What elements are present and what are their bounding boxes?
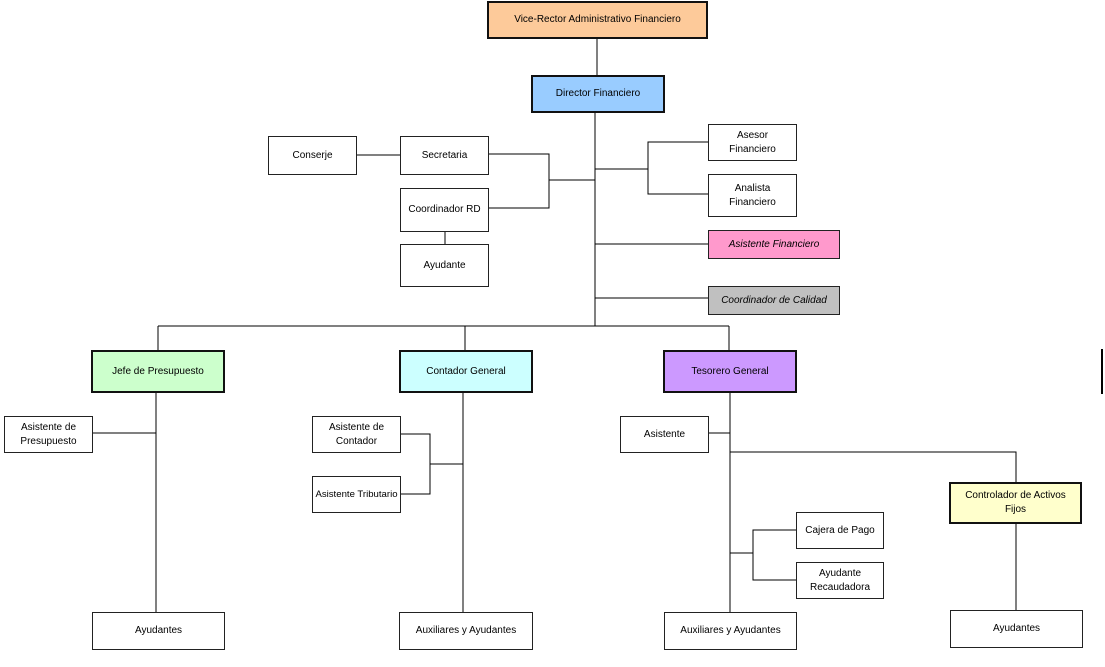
line-tesorero-activos <box>730 451 1017 482</box>
ayudantes-activos-label: Ayudantes <box>992 623 1041 634</box>
contador-general-label: Contador General <box>426 365 506 377</box>
auxiliares-tesorero-label: Auxiliares y Ayudantes <box>680 625 781 636</box>
ayudante-recaudadora-box: Ayudante Recaudadora <box>796 562 884 599</box>
secretaria-box: Secretaria <box>400 136 489 175</box>
auxiliares-tesorero-box: Auxiliares y Ayudantes <box>664 612 797 650</box>
auxiliares-contador-box: Auxiliares y Ayudantes <box>399 612 533 650</box>
ayudante-label: Ayudante <box>423 259 466 271</box>
coordinador-calidad-box: Coordinador de Calidad <box>708 286 840 315</box>
asistente-tributario-box: Asistente Tributario <box>312 476 401 513</box>
asistente-tributario-label: Asistente Tributario <box>315 488 398 500</box>
conserje-label: Conserje <box>292 149 333 161</box>
asistente-presupuesto-label: Asistente de Presupuesto <box>20 421 77 447</box>
asistente-financiero-label: Asistente Financiero <box>728 238 820 250</box>
vice-rector-label: Vice-Rector Administrativo Financiero <box>514 14 681 25</box>
ayudantes-activos-box: Ayudantes <box>950 610 1083 648</box>
tesorero-general-box: Tesorero General <box>663 350 797 393</box>
auxiliares-contador-label: Auxiliares y Ayudantes <box>415 625 517 636</box>
ayudante-recaudadora-label: Ayudante Recaudadora <box>809 567 871 593</box>
asistente-contador-box: Asistente de Contador <box>312 416 401 453</box>
asistente-contador-label: Asistente de Contador <box>328 421 385 447</box>
secretaria-label: Secretaria <box>421 149 468 161</box>
edge-marker <box>1101 349 1103 394</box>
tesorero-general-label: Tesorero General <box>691 365 769 377</box>
line-right-group-bracket <box>647 141 708 195</box>
asistente-financiero-box: Asistente Financiero <box>708 230 840 259</box>
director-financiero-label: Director Financiero <box>555 88 641 99</box>
coordinador-rd-label: Coordinador RD <box>408 204 481 215</box>
ayudante-box: Ayudante <box>400 244 489 287</box>
line-left-group-bracket <box>488 153 550 209</box>
asistente-tesoreria-label: Asistente <box>643 428 686 440</box>
jefe-presupuesto-label: Jefe de Presupuesto <box>112 365 204 377</box>
contador-general-box: Contador General <box>399 350 533 393</box>
jefe-presupuesto-box: Jefe de Presupuesto <box>91 350 225 393</box>
conserje-box: Conserje <box>268 136 357 175</box>
asistente-tesoreria-box: Asistente <box>620 416 709 453</box>
analista-financiero-box: Analista Financiero <box>708 174 797 217</box>
controlador-activos-label: Controlador de Activos Fijos <box>965 490 1066 515</box>
controlador-activos-box: Controlador de Activos Fijos <box>949 482 1082 524</box>
coordinador-calidad-label: Coordinador de Calidad <box>721 294 827 306</box>
ayudantes-presupuesto-label: Ayudantes <box>134 625 183 636</box>
asesor-financiero-label: Asesor Financiero <box>729 129 776 155</box>
analista-financiero-label: Analista Financiero <box>729 182 776 208</box>
ayudantes-presupuesto-box: Ayudantes <box>92 612 225 650</box>
cajera-pago-box: Cajera de Pago <box>796 512 884 549</box>
coordinador-rd-box: Coordinador RD <box>400 188 489 232</box>
line-caja-bracket <box>752 529 796 581</box>
asistente-presupuesto-box: Asistente de Presupuesto <box>4 416 93 453</box>
director-financiero-box: Director Financiero <box>531 75 665 113</box>
vice-rector-box: Vice-Rector Administrativo Financiero <box>487 1 708 39</box>
cajera-pago-label: Cajera de Pago <box>805 524 875 536</box>
asesor-financiero-box: Asesor Financiero <box>708 124 797 161</box>
line-contador-bracket <box>400 433 431 495</box>
